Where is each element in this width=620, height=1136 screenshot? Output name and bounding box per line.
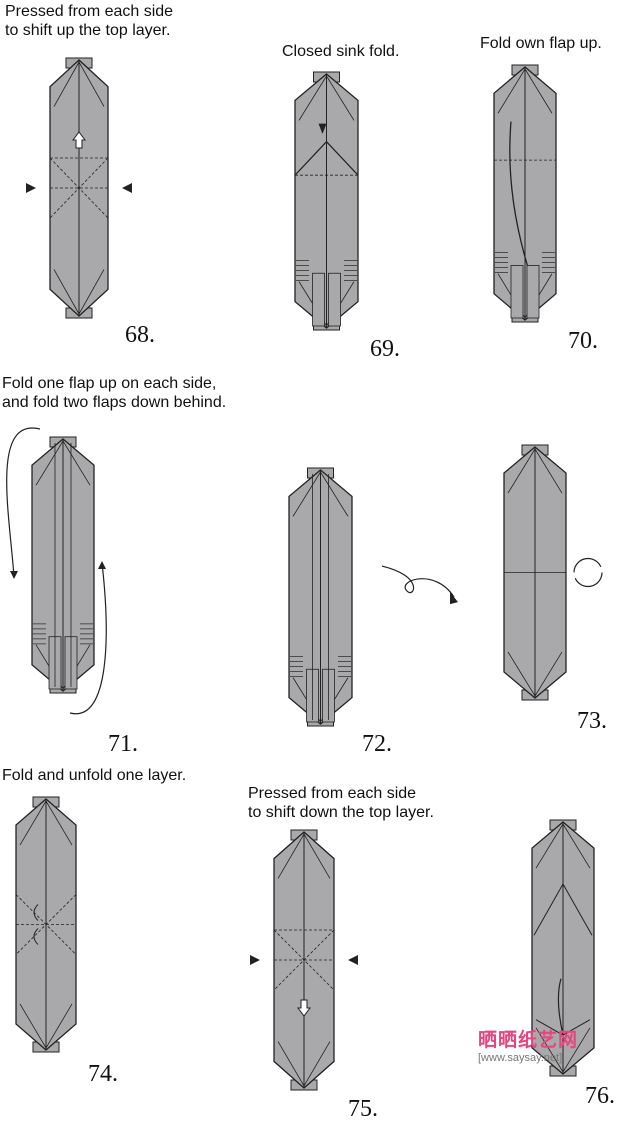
origami-model-step-70 [493, 64, 557, 323]
origami-model-step-71 [6, 427, 107, 715]
step-number: 71. [108, 731, 138, 757]
origami-model-step-74 [15, 796, 77, 1053]
watermark-logo: 晒晒纸艺网 [www.saysay.net] [478, 1025, 618, 1064]
watermark-chinese: 晒晒纸艺网 [478, 1030, 579, 1051]
step-number: 70. [568, 328, 598, 354]
step-number: 72. [362, 731, 392, 757]
step-number: 76. [585, 1083, 615, 1109]
origami-model-step-69 [294, 71, 359, 331]
step-number: 68. [125, 322, 155, 348]
step-number: 74. [88, 1061, 118, 1087]
watermark-url: [www.saysay.net] [478, 1052, 563, 1064]
step-number: 69. [370, 336, 400, 362]
origami-model-step-72 [288, 467, 458, 727]
step-number: 75. [348, 1096, 378, 1122]
step-caption: Fold own flap up. [480, 35, 602, 52]
origami-model-step-76 [531, 819, 595, 1077]
step-number: 73. [577, 708, 607, 734]
step-caption: Closed sink fold. [282, 43, 400, 60]
origami-model-step-73 [503, 444, 603, 701]
origami-model-step-75 [250, 829, 358, 1091]
origami-model-step-68 [26, 57, 132, 319]
step-caption: Fold and unfold one layer. [2, 767, 187, 784]
step-caption: Fold one flap up on each side,and fold t… [2, 375, 227, 411]
